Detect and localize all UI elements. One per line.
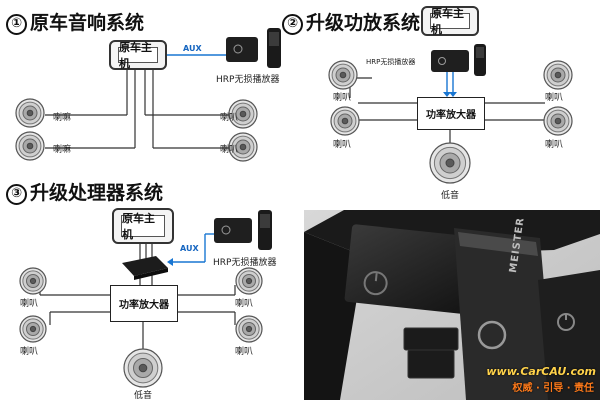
speaker-label-s3-tr: 喇叭: [235, 296, 253, 309]
head-unit-3-label: 原车主机: [121, 215, 165, 237]
hrp-player-label-2: HRP无损播放器: [366, 57, 415, 67]
subwoofer-label-2: 低音: [441, 188, 459, 201]
speaker-label-s3-bl: 喇叭: [20, 344, 38, 357]
section-2-number: ②: [282, 14, 303, 35]
speaker-label-s3-br: 喇叭: [235, 344, 253, 357]
aux-label-3: AUX: [180, 244, 199, 253]
section-3-title-text: 升级处理器系统: [30, 182, 163, 204]
speaker-label-s2-br: 喇叭: [545, 137, 563, 150]
speaker-label-s1-tr: 喇叭: [220, 110, 238, 123]
speaker-label-s1-br: 喇叭: [220, 142, 238, 155]
hrp-player-label-1: HRP无损播放器: [216, 72, 279, 85]
amplifier-box-3: 功率放大器: [110, 285, 178, 322]
section-1-number: ①: [6, 14, 27, 35]
watermark-url: www.CarCAU.com: [486, 365, 596, 378]
head-unit-3: 原车主机: [112, 208, 174, 244]
section-2-title-text: 升级功放系统: [306, 12, 420, 34]
section-1-title-text: 原车音响系统: [30, 12, 144, 34]
head-unit-2-label: 原车主机: [430, 13, 470, 29]
subwoofer-label-3: 低音: [134, 388, 152, 400]
amplifier-box-2: 功率放大器: [417, 97, 485, 130]
hrp-player-label-3: HRP无损播放器: [213, 255, 276, 268]
product-photo: MEISTER www.CarCAU.com 权威 · 引导 · 责任: [304, 210, 600, 400]
speaker-label-s2-tr: 喇叭: [545, 90, 563, 103]
head-unit-1: 原车主机: [109, 40, 167, 70]
speaker-label-s2-tl: 喇叭: [333, 90, 351, 103]
head-unit-2: 原车主机: [421, 6, 479, 36]
speaker-label-s1-bl: 喇嘛: [53, 142, 71, 155]
head-unit-1-label: 原车主机: [118, 47, 158, 63]
speaker-label-s3-tl: 喇叭: [20, 296, 38, 309]
speaker-label-s1-tl: 喇嘛: [53, 110, 71, 123]
section-3-number: ③: [6, 184, 27, 205]
watermark-slogan: 权威 · 引导 · 责任: [512, 379, 594, 394]
aux-label-1: AUX: [183, 44, 202, 53]
speaker-label-s2-bl: 喇叭: [333, 137, 351, 150]
